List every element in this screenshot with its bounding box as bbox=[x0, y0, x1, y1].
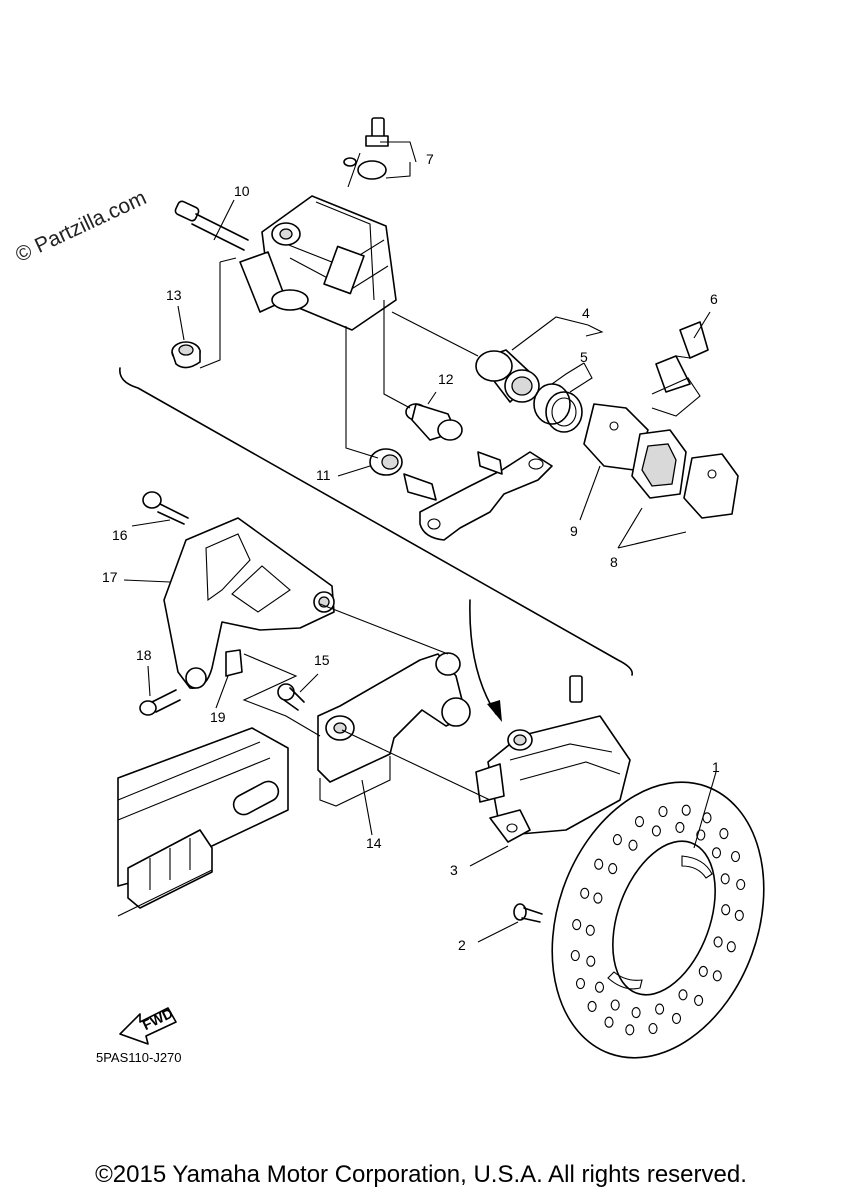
disc-hole bbox=[585, 924, 595, 936]
assembly-arrow bbox=[469, 599, 497, 715]
disc-hole bbox=[726, 941, 736, 953]
disc-hole bbox=[628, 839, 638, 851]
pin-bolt bbox=[174, 200, 249, 251]
copyright-notice: ©2015 Yamaha Motor Corporation, U.S.A. A… bbox=[95, 1161, 747, 1188]
disc-hole bbox=[711, 847, 722, 859]
disc-hole bbox=[587, 1000, 597, 1012]
callout-16: 16 bbox=[112, 527, 128, 543]
callout-1: 1 bbox=[712, 759, 720, 775]
disc-hole bbox=[572, 919, 582, 931]
callout-17: 17 bbox=[102, 569, 118, 585]
disc-hole bbox=[720, 873, 730, 885]
disc-hole bbox=[594, 981, 605, 993]
callout-8: 8 bbox=[610, 554, 618, 570]
disc-hole bbox=[594, 858, 604, 870]
piston-seals bbox=[533, 383, 583, 433]
disc-hole bbox=[698, 965, 708, 977]
disc-hole bbox=[694, 994, 704, 1006]
disc-hole bbox=[570, 949, 580, 962]
disc-hole bbox=[712, 970, 722, 982]
callout-5: 5 bbox=[580, 349, 588, 365]
disc-hole bbox=[719, 828, 729, 840]
disc-hole bbox=[721, 904, 731, 916]
callout-15: 15 bbox=[314, 652, 330, 668]
boot bbox=[171, 341, 201, 369]
clip bbox=[225, 649, 243, 677]
callout-2: 2 bbox=[458, 937, 466, 953]
disc-hole bbox=[730, 850, 741, 863]
bolt-15 bbox=[277, 683, 305, 711]
callout-14: 14 bbox=[366, 835, 382, 851]
caliper-bracket bbox=[163, 517, 335, 689]
torque-arm bbox=[317, 652, 471, 807]
disc-hole bbox=[625, 1024, 635, 1036]
disc-hole bbox=[675, 821, 685, 833]
figure-code: 5PAS110-J270 bbox=[96, 1050, 182, 1065]
swingarm bbox=[117, 727, 289, 917]
disc-hole bbox=[736, 878, 746, 891]
callout-12: 12 bbox=[438, 371, 454, 387]
bolt-18 bbox=[139, 689, 181, 716]
callout-9: 9 bbox=[570, 523, 578, 539]
assembly-arrowhead bbox=[487, 700, 502, 722]
callout-19: 19 bbox=[210, 709, 226, 725]
slide-pin bbox=[405, 403, 463, 441]
disc-hole bbox=[608, 863, 618, 875]
bushing bbox=[369, 448, 403, 476]
callout-18: 18 bbox=[136, 647, 152, 663]
disc-hole bbox=[681, 804, 691, 816]
callout-3: 3 bbox=[450, 862, 458, 878]
callout-10: 10 bbox=[234, 183, 250, 199]
disc-hole bbox=[713, 936, 723, 948]
fwd-arrow: FWD bbox=[119, 1005, 177, 1045]
disc-hole bbox=[575, 977, 586, 990]
callout-4: 4 bbox=[582, 305, 590, 321]
disc-hole bbox=[655, 1003, 665, 1015]
exploded-bracket-line bbox=[119, 367, 634, 676]
disc-hole bbox=[648, 1022, 658, 1035]
callout-6: 6 bbox=[710, 291, 718, 307]
pad-spring bbox=[655, 321, 709, 393]
brake-disc bbox=[551, 781, 765, 1059]
alignment-lines bbox=[199, 257, 701, 801]
disc-hole bbox=[734, 909, 744, 921]
caliper-assembly bbox=[475, 675, 631, 843]
disc-hole bbox=[658, 805, 668, 818]
brake-pads bbox=[631, 429, 739, 519]
callout-labels: 1 2 3 4 5 6 7 8 9 10 11 12 13 14 15 16 1… bbox=[102, 151, 720, 953]
piston bbox=[475, 349, 540, 403]
caliper-bracket-plate bbox=[403, 451, 553, 541]
disc-bolt bbox=[513, 903, 543, 923]
callout-11: 11 bbox=[316, 467, 331, 483]
disc-hole bbox=[671, 1012, 682, 1024]
disc-hole bbox=[678, 989, 688, 1001]
leader-lines bbox=[123, 141, 717, 943]
disc-hole bbox=[604, 1016, 614, 1028]
disc-hole bbox=[634, 816, 645, 828]
callout-7: 7 bbox=[426, 151, 434, 167]
callout-13: 13 bbox=[166, 287, 182, 303]
bleed-screw bbox=[343, 117, 389, 188]
disc-hole bbox=[580, 887, 590, 899]
disc-hole bbox=[651, 825, 661, 837]
bolt-16 bbox=[142, 491, 189, 525]
caliper-body-upper bbox=[239, 195, 397, 331]
disc-hole bbox=[631, 1007, 641, 1019]
disc-hole bbox=[696, 829, 706, 841]
disc-hole bbox=[610, 999, 620, 1011]
disc-hole bbox=[586, 955, 596, 967]
disc-hole bbox=[593, 892, 603, 904]
disc-hole bbox=[612, 834, 622, 846]
